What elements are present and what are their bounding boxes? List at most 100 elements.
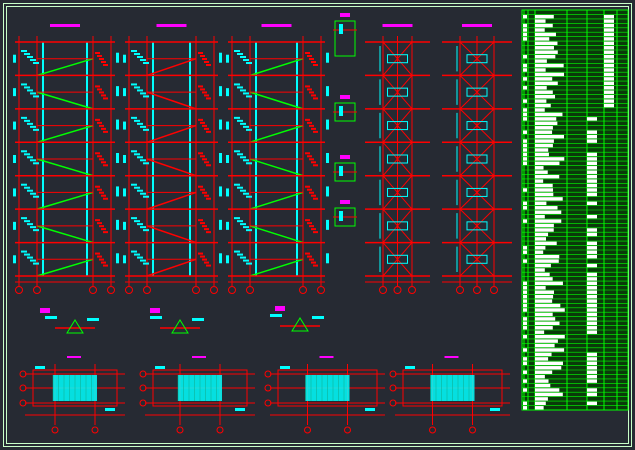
table-cell-text bbox=[523, 379, 527, 383]
step-mark bbox=[311, 61, 316, 63]
table-cell-text bbox=[535, 32, 556, 37]
step-mark bbox=[200, 121, 205, 124]
step-mark bbox=[311, 261, 316, 264]
brace-line bbox=[382, 242, 413, 277]
step-mark bbox=[200, 255, 205, 258]
level-text bbox=[123, 121, 126, 130]
detail-text bbox=[45, 316, 57, 319]
table-cell-text bbox=[587, 326, 597, 330]
level-text bbox=[13, 221, 16, 230]
step-mark bbox=[206, 197, 211, 200]
axis-bubble bbox=[299, 286, 307, 294]
table-cell-text bbox=[587, 263, 597, 268]
plan-text bbox=[35, 366, 45, 369]
step-mark bbox=[313, 231, 318, 234]
step-annotation bbox=[240, 256, 246, 259]
step-mark bbox=[202, 258, 207, 261]
table-cell-text bbox=[535, 126, 553, 130]
step-mark bbox=[95, 252, 100, 255]
table-cell-text bbox=[587, 139, 597, 143]
brace-line bbox=[382, 141, 413, 177]
table-cell-text bbox=[535, 246, 546, 250]
stair-flight bbox=[36, 191, 94, 210]
step-mark bbox=[206, 130, 211, 133]
step-annotation bbox=[143, 128, 149, 131]
plan-text bbox=[105, 408, 115, 411]
step-mark bbox=[204, 194, 209, 197]
level-text bbox=[116, 253, 119, 264]
step-annotation bbox=[33, 195, 39, 198]
table-cell-text bbox=[604, 86, 614, 90]
stair-plan-3 bbox=[264, 356, 385, 434]
axis-bubble bbox=[264, 370, 272, 378]
table-cell-text bbox=[535, 94, 556, 99]
table-cell-text bbox=[535, 263, 551, 268]
table-cell-text bbox=[587, 299, 597, 303]
level-text bbox=[116, 52, 119, 63]
step-mark bbox=[206, 164, 211, 167]
plan-title-bar bbox=[319, 356, 334, 358]
plan-wall bbox=[277, 369, 378, 407]
detail-title-bar bbox=[40, 308, 50, 313]
step-annotation bbox=[243, 226, 249, 229]
brace-line bbox=[459, 75, 495, 110]
table-cell-text bbox=[587, 254, 597, 259]
level-text bbox=[219, 119, 222, 130]
step-mark bbox=[200, 55, 205, 57]
step-annotation bbox=[137, 89, 143, 92]
table-cell-text bbox=[587, 357, 597, 361]
step-mark bbox=[307, 255, 312, 258]
step-annotation bbox=[237, 119, 243, 122]
table-cell-text bbox=[523, 28, 527, 32]
axis-bubble bbox=[264, 384, 272, 392]
step-mark bbox=[305, 52, 310, 54]
table-cell-text bbox=[535, 232, 549, 237]
table-cell-text bbox=[535, 197, 563, 201]
step-mark bbox=[204, 261, 209, 264]
table-cell-text bbox=[535, 343, 555, 348]
brace-line bbox=[382, 208, 413, 243]
axis-bubble bbox=[246, 286, 254, 294]
step-annotation bbox=[131, 116, 137, 119]
table-cell-text bbox=[523, 77, 527, 81]
step-mark bbox=[309, 124, 314, 127]
detail-2 bbox=[333, 95, 357, 122]
level-text bbox=[219, 86, 222, 97]
step-mark bbox=[202, 124, 207, 127]
step-annotation bbox=[27, 56, 33, 58]
table-cell-text bbox=[523, 259, 527, 263]
step-annotation bbox=[33, 128, 39, 131]
step-annotation bbox=[143, 195, 149, 198]
step-annotation bbox=[237, 220, 243, 223]
node-detail bbox=[466, 121, 488, 131]
table-cell-text bbox=[535, 121, 558, 126]
step-mark bbox=[309, 58, 314, 60]
table-cell-text bbox=[604, 14, 614, 19]
step-mark bbox=[95, 118, 100, 121]
table-cell-text bbox=[587, 241, 597, 246]
plan-text bbox=[365, 408, 375, 411]
step-annotation bbox=[30, 159, 36, 162]
step-annotation bbox=[33, 162, 39, 165]
stair-flight bbox=[36, 225, 94, 244]
table-cell-text bbox=[523, 54, 527, 59]
table-cell-text bbox=[604, 103, 614, 108]
table-cell-text bbox=[535, 348, 565, 352]
table-cell-text bbox=[523, 361, 527, 366]
step-mark bbox=[103, 164, 108, 167]
table-cell-text bbox=[535, 361, 563, 366]
table-cell-text bbox=[587, 370, 597, 374]
table-cell-text bbox=[587, 232, 597, 237]
node-detail bbox=[387, 221, 408, 231]
table-cell-text bbox=[604, 68, 614, 72]
level-text bbox=[326, 219, 329, 230]
step-annotation bbox=[131, 50, 137, 52]
table-cell-text bbox=[523, 290, 527, 294]
table-cell-text bbox=[587, 290, 597, 294]
table-cell-text bbox=[535, 308, 565, 312]
table-cell-text bbox=[587, 272, 597, 277]
table-cell-text bbox=[587, 134, 597, 139]
step-mark bbox=[307, 88, 312, 91]
step-mark bbox=[95, 152, 100, 155]
